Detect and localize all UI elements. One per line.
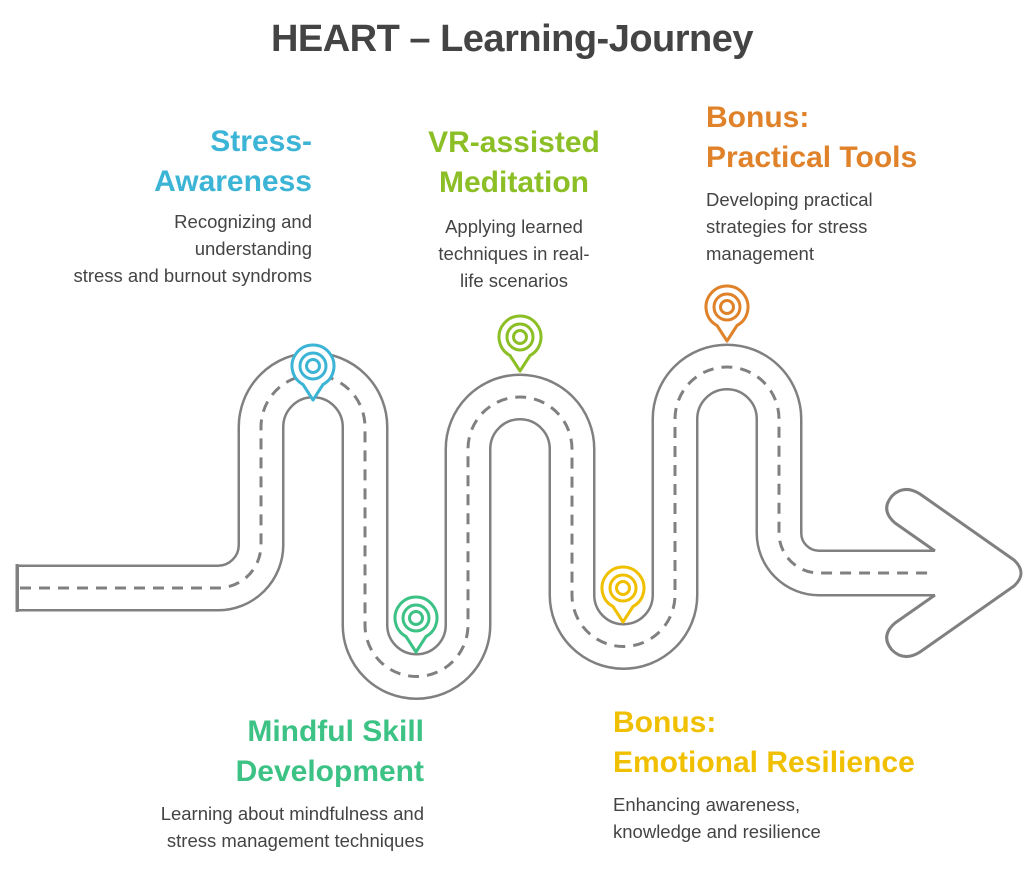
pin-ring	[305, 358, 321, 374]
step-heading: Bonus:	[706, 101, 810, 134]
step-heading: Development	[235, 755, 424, 788]
arrow-head	[885, 488, 1023, 658]
step-heading: Practical Tools	[706, 141, 918, 174]
map-pin-icon	[600, 565, 646, 624]
map-pin-icon	[393, 595, 439, 654]
pin-ring	[615, 580, 631, 596]
step-stress-awareness: Stress- Awareness Recognizing and understa…	[73, 122, 312, 289]
map-pin-icon	[497, 314, 543, 373]
step-description: understanding	[194, 238, 312, 259]
winding-road	[15, 343, 1023, 700]
step-heading: Awareness	[154, 165, 312, 198]
pin-ring	[719, 299, 735, 315]
step-emotional-resilience: Bonus: Emotional Resilience Enhancing awa…	[613, 703, 915, 845]
step-heading: Emotional Resilience	[613, 746, 915, 779]
pin-ring	[408, 610, 424, 626]
step-description: Recognizing and	[174, 211, 312, 232]
step-description: Developing practical	[706, 189, 873, 210]
map-pin-icon	[290, 343, 336, 402]
step-description: management	[706, 243, 814, 264]
step-description: strategies for stress	[706, 216, 868, 237]
step-description: techniques in real-	[438, 243, 590, 264]
step-description: knowledge and resilience	[613, 821, 821, 842]
step-practical-tools: Bonus: Practical Tools Developing practic…	[706, 98, 917, 267]
step-heading: Bonus:	[613, 706, 717, 739]
step-heading: Mindful Skill	[247, 715, 424, 748]
step-description: Applying learned	[445, 216, 583, 237]
step-heading: VR-assisted	[428, 126, 600, 159]
map-pin-icon	[704, 284, 750, 343]
pin-ring	[608, 573, 638, 603]
step-description: life scenarios	[460, 270, 568, 291]
step-description: Learning about mindfulness and	[160, 803, 424, 824]
step-description: stress management techniques	[166, 830, 424, 851]
diagram-title: HEART – Learning-Journey	[270, 18, 754, 60]
pin-ring	[712, 292, 742, 322]
step-description: stress and burnout syndroms	[73, 265, 312, 286]
step-description: Enhancing awareness,	[613, 794, 801, 815]
step-heading: Meditation	[439, 166, 589, 199]
pin-ring	[512, 329, 528, 345]
pin-ring	[505, 322, 535, 352]
pin-ring	[401, 603, 431, 633]
pin-ring	[298, 351, 328, 381]
step-heading: Stress-	[210, 125, 312, 158]
